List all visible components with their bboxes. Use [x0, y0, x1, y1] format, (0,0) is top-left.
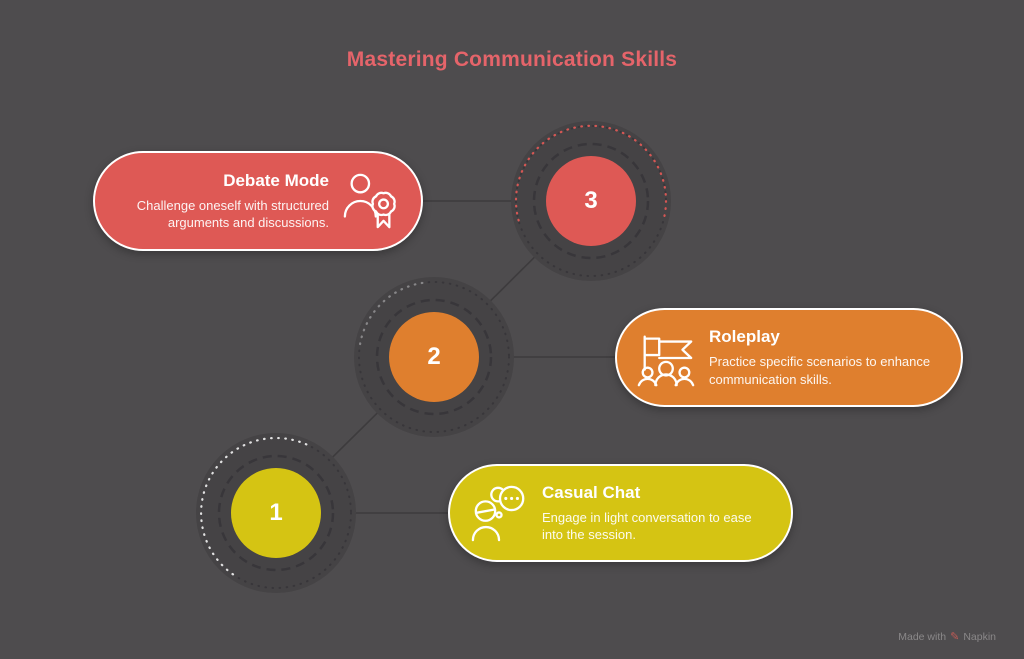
card-roleplay-description: Practice specific scenarios to enhance c… — [709, 354, 931, 387]
watermark-prefix: Made with — [898, 630, 947, 643]
card-roleplay: Roleplay Practice specific scenarios to … — [615, 308, 963, 407]
card-casual-chat-description: Engage in light conversation to ease int… — [542, 509, 752, 542]
step-node-3 — [511, 121, 671, 281]
page-title: Mastering Communication Skills — [346, 48, 678, 71]
step-circle-3 — [546, 156, 636, 246]
card-casual-chat: Casual Chat Engage in light conversation… — [448, 464, 793, 562]
flag-team-icon — [635, 328, 697, 388]
card-roleplay-title: Roleplay — [709, 327, 780, 347]
step-number-3: 3 — [584, 187, 598, 214]
watermark: Made with ✎ Napkin — [898, 630, 996, 644]
card-debate-mode-description: Challenge oneself with structured argume… — [136, 197, 329, 230]
progress-arc-2 — [359, 281, 429, 346]
progress-arc-3 — [514, 124, 668, 222]
person-award-icon — [341, 171, 399, 231]
card-debate-mode-title: Debate Mode — [223, 170, 329, 190]
pen-icon: ✎ — [950, 631, 960, 643]
step-number-2: 2 — [427, 343, 441, 370]
step-circle-2 — [389, 312, 479, 402]
card-casual-chat-title: Casual Chat — [542, 482, 641, 502]
step-node-1 — [196, 433, 356, 593]
step-circle-1 — [231, 468, 321, 558]
step-number-1: 1 — [269, 499, 283, 526]
step-node-2 — [354, 277, 514, 437]
card-debate-mode: Debate Mode Challenge oneself with struc… — [93, 151, 423, 251]
person-thought-bubble-icon — [470, 483, 530, 543]
watermark-brand: Napkin — [963, 630, 996, 643]
